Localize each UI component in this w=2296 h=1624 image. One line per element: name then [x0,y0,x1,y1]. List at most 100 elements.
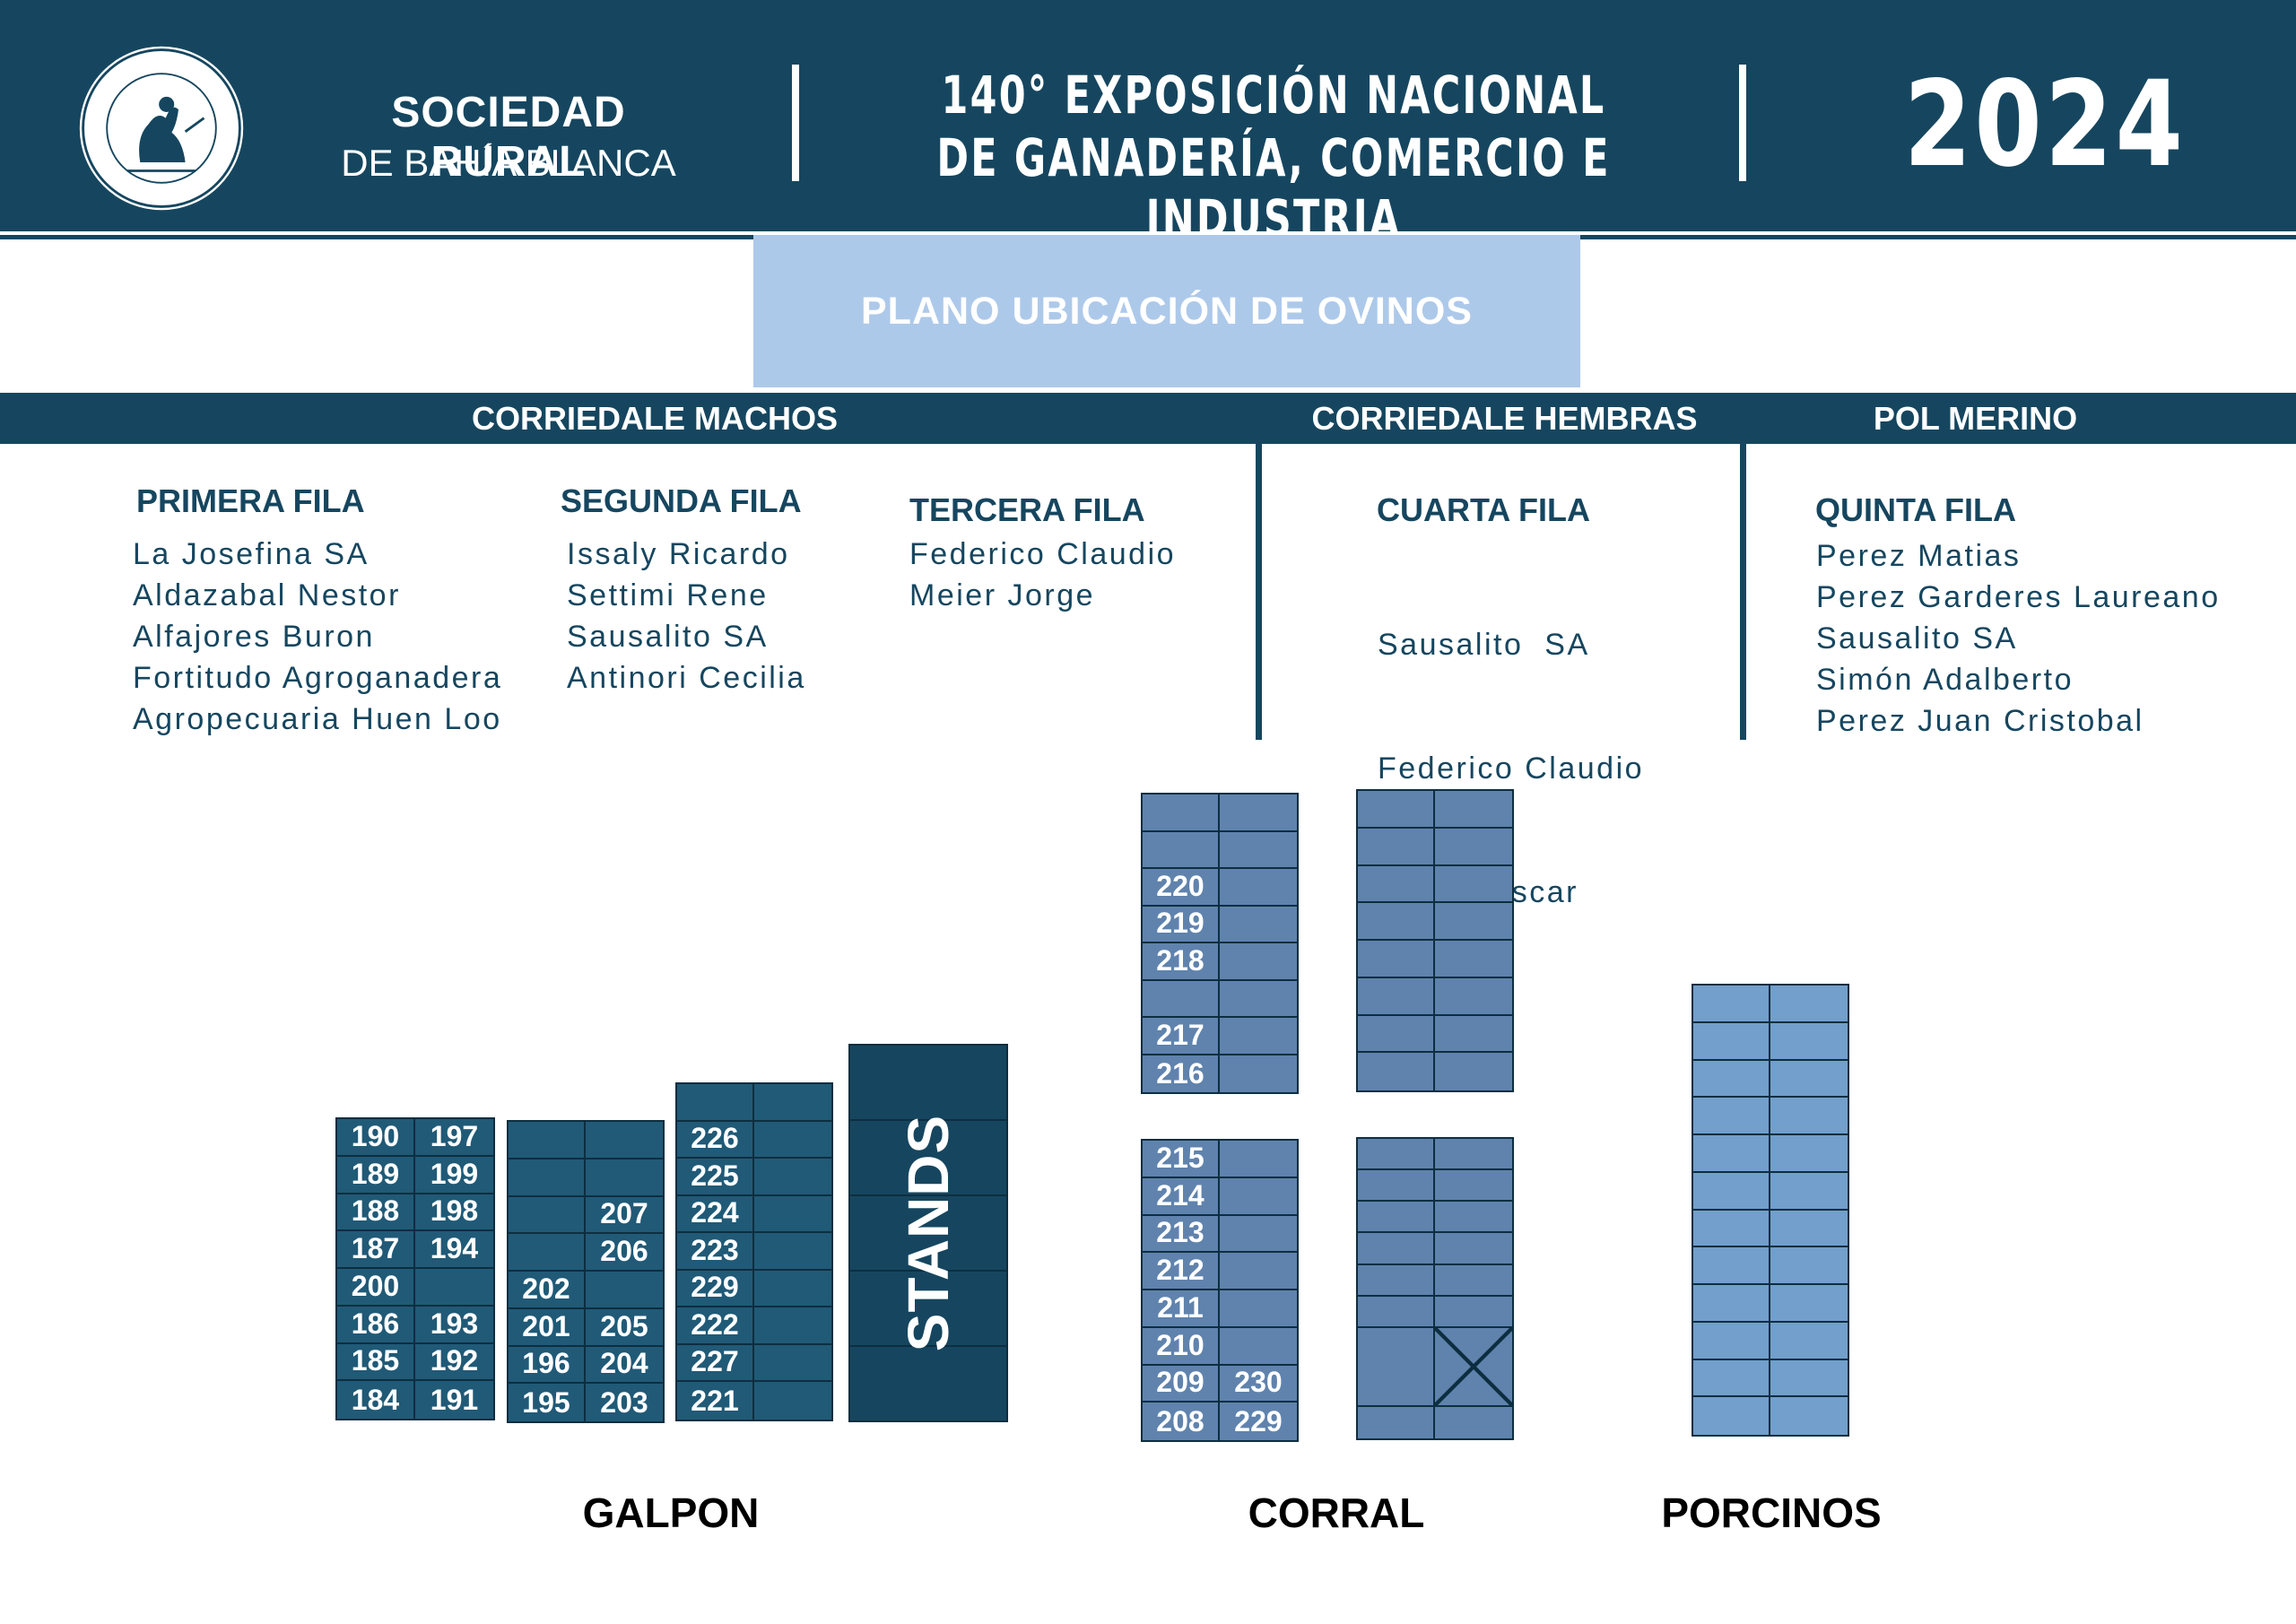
pen-cell-empty [509,1122,586,1159]
exhibitor-name: Simón Adalberto [1816,663,2074,697]
pen-cell-empty [415,1269,493,1307]
pen-cell-empty [1220,1215,1297,1254]
pen-cell-empty [1358,791,1435,829]
section-divider [1256,444,1262,740]
pen-cell-empty [1435,1233,1512,1265]
pen-cell-empty [1220,1055,1297,1092]
row-title-segunda: SEGUNDA FILA [561,482,802,519]
pen-cell-221: 221 [677,1382,754,1420]
exhibitor-name: Antinori Cecilia [567,661,806,695]
pen-cell-empty [1770,1098,1848,1135]
stands-divider [850,1345,1006,1347]
pen-cell-empty [1358,977,1435,1016]
exhibitor-name: Federico Claudio [1378,751,1645,786]
pen-cell-empty [1220,869,1297,907]
pen-cell-empty [754,1270,831,1308]
exhibitor-name: Perez Matias [1816,539,2022,573]
pen-cell-empty [1358,865,1435,904]
pen-cell-empty [1693,1098,1770,1135]
exhibitor-name: Aldazabal Nestor [133,578,401,612]
pen-cell-200: 200 [337,1269,415,1307]
pen-cell-216: 216 [1143,1055,1220,1092]
pen-cell-215: 215 [1143,1141,1220,1178]
pen-cell-229: 229 [677,1270,754,1308]
pen-cell-empty [1770,1285,1848,1323]
pen-cell-empty [1358,1327,1435,1407]
row-list-quinta: Perez Matias Perez Garderes Laureano Sau… [1816,535,2221,742]
row-title-quinta: QUINTA FILA [1815,491,2016,528]
pen-cell-empty [1770,1060,1848,1099]
plan-title: PLANO UBICACIÓN DE OVINOS [753,235,1580,387]
section-corriedale-hembras: CORRIEDALE HEMBRAS [1311,400,1698,437]
pen-cell-empty [1693,1322,1770,1360]
expo-title-line1: 140° EXPOSICIÓN NACIONAL [941,65,1606,126]
row-list-segunda: Issaly Ricardo Settimi Rene Sausalito SA… [567,534,806,699]
pen-cell-202: 202 [509,1272,586,1309]
pen-cell-empty [1143,831,1220,869]
row-list-tercera: Federico Claudio Meier Jorge [909,534,1176,616]
pen-cell-201: 201 [509,1308,586,1347]
pen-cell-empty [1435,1296,1512,1328]
pen-cell-empty [754,1121,831,1159]
pen-cell-193: 193 [415,1306,493,1344]
header-divider [792,65,799,181]
pen-cell-230: 230 [1220,1365,1297,1403]
pen-cell-empty [509,1196,586,1235]
exhibitor-name: Sausalito SA [567,620,769,654]
exhibitor-name: Issaly Ricardo [567,537,790,571]
area-label-galpon: GALPON [582,1489,760,1536]
pen-cell-empty [1435,1053,1512,1090]
pen-cell-218: 218 [1143,943,1220,981]
pen-cell-empty [1770,1359,1848,1398]
pen-cell-210: 210 [1143,1327,1220,1366]
pen-cell-empty [1358,1264,1435,1297]
pen-cell-186: 186 [337,1306,415,1344]
pen-cell-empty [1358,1053,1435,1090]
row-list-primera: La Josefina SA Aldazabal Nestor Alfajore… [133,534,502,740]
pen-cell-empty [1435,1202,1512,1234]
pen-cell-empty [1358,1296,1435,1328]
pen-cell-blocked [1435,1327,1512,1407]
pen-cell-empty [586,1272,663,1309]
section-bar [0,393,2296,444]
pen-cell-206: 206 [586,1234,663,1272]
pen-cell-empty [1358,1406,1435,1438]
porcinos-pen-block [1692,984,1849,1437]
stands-divider [850,1194,1006,1196]
pen-cell-empty [509,1234,586,1272]
pen-cell-184: 184 [337,1381,415,1419]
area-label-corral: CORRAL [1248,1489,1425,1536]
pen-cell-empty [1358,903,1435,941]
stands-divider [850,1119,1006,1121]
pen-cell-empty [1220,1327,1297,1366]
org-name: SOCIEDAD RURAL [391,89,626,186]
pen-cell-empty [754,1307,831,1345]
row-title-tercera: TERCERA FILA [909,491,1145,528]
pen-cell-empty [1770,986,1848,1023]
org-subtitle: DE BAHÍA BLANCA [341,142,676,184]
pen-cell-208: 208 [1143,1403,1220,1440]
section-pol-merino: POL MERINO [1873,400,2078,437]
pen-cell-empty [1220,831,1297,869]
exhibitor-name: Fortitudo Agroganadera [133,661,503,695]
pen-cell-empty [754,1344,831,1383]
pen-cell-empty [1358,941,1435,978]
pen-cell-191: 191 [415,1381,493,1419]
pen-cell-empty [1435,1015,1512,1054]
pen-cell-226: 226 [677,1121,754,1159]
pen-cell-empty [754,1382,831,1420]
pen-cell-empty [1358,1170,1435,1203]
pen-cell-211: 211 [1143,1290,1220,1328]
section-corriedale-machos: CORRIEDALE MACHOS [471,400,838,437]
pen-cell-214: 214 [1143,1177,1220,1216]
pen-cell-empty [1143,980,1220,1018]
pen-cell-empty [586,1159,663,1197]
pen-cell-empty [1693,1210,1770,1248]
pen-cell-empty [1435,1406,1512,1438]
pen-cell-229: 229 [1220,1403,1297,1440]
cross-mark-icon [1435,1327,1512,1405]
